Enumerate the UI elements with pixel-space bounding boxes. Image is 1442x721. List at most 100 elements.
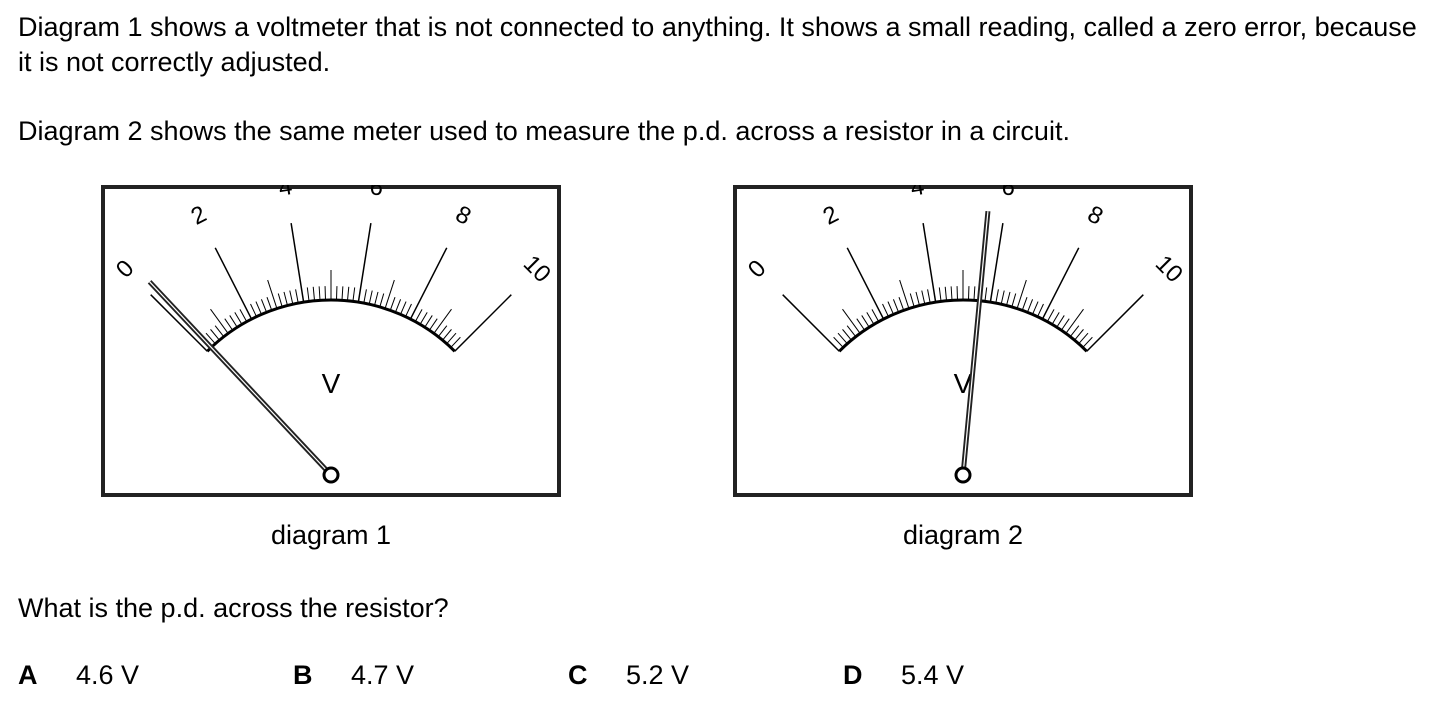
scale-tick (1037, 303, 1044, 317)
scale-tick (433, 308, 452, 334)
scale-tick (400, 301, 407, 315)
meter-frame (101, 185, 561, 497)
scale-arc (838, 298, 1088, 353)
scale-tick (379, 293, 385, 308)
option-d-letter: D (843, 660, 863, 690)
scale-tick (446, 332, 457, 345)
scale-tick (915, 291, 920, 306)
option-c-text: 5.2 V (626, 660, 690, 690)
scale-tick (450, 336, 461, 348)
option-d-text: 5.4 V (901, 660, 965, 690)
scale-tick (1046, 309, 1055, 322)
scale-tick (352, 287, 356, 302)
scale-tick (882, 303, 889, 317)
pointer-needle (960, 210, 991, 476)
option-c-letter: C (568, 660, 588, 690)
scale-tick (856, 318, 866, 331)
option-b-letter: B (293, 660, 313, 690)
scale-tick (210, 329, 220, 341)
scale-ticks (150, 223, 512, 352)
scale-tick (782, 294, 840, 352)
scale-tick (1069, 325, 1080, 338)
scale-tick (1021, 297, 1028, 311)
scale-tick (306, 287, 310, 302)
scale-tick (1082, 336, 1093, 348)
scale-tick (1051, 312, 1060, 325)
scale-tick (1006, 291, 1011, 306)
scale-tick (205, 332, 216, 345)
pointer-pivot (322, 466, 340, 484)
scale-tick (1074, 329, 1084, 341)
scale-tick (1011, 293, 1017, 308)
option-a-text: 4.6 V (76, 660, 140, 690)
scale-ticks (782, 223, 1144, 352)
scale-tick (224, 318, 234, 331)
scale-tick (1000, 290, 1005, 305)
scale-tick (442, 329, 452, 341)
intro-paragraph-1: Diagram 1 shows a voltmeter that is not … (18, 12, 1417, 77)
scale-tick (409, 247, 448, 320)
scale-tick (250, 303, 257, 317)
scale-tick (290, 223, 305, 303)
scale-tick (289, 290, 294, 305)
option-c[interactable]: C 5.2 V (568, 660, 689, 691)
scale-tick (405, 303, 412, 317)
scale-tick (312, 286, 316, 301)
scale-tick (989, 223, 1004, 303)
scale-label: 6 (368, 185, 385, 202)
scale-tick (909, 293, 915, 308)
scale-label: 4 (909, 185, 926, 202)
scale-tick (892, 299, 900, 313)
scale-tick (837, 332, 848, 345)
caption-diagram-2: diagram 2 (902, 520, 1024, 550)
scale-tick (357, 223, 372, 303)
scale-tick (239, 309, 248, 322)
scale-tick (861, 315, 870, 328)
scale-tick (266, 297, 273, 311)
scale-tick (899, 279, 910, 309)
scale-tick (437, 325, 448, 338)
scale-tick (234, 312, 243, 325)
option-a[interactable]: A 4.6 V (18, 660, 139, 691)
scale-tick (950, 286, 953, 301)
scale-label: 6 (1000, 185, 1017, 202)
unit-label: V (954, 368, 973, 399)
scale-tick (1032, 301, 1039, 315)
scale-tick (1086, 294, 1144, 352)
option-a-letter: A (18, 660, 38, 690)
scale-tick (454, 294, 512, 352)
scale-tick (318, 286, 321, 301)
meter-frame (733, 185, 1193, 497)
scale-tick (898, 297, 905, 311)
scale-tick (214, 325, 225, 338)
scale-tick (414, 309, 423, 322)
pointer-needle (147, 280, 333, 477)
scale-tick (846, 247, 885, 320)
scale-tick (846, 325, 857, 338)
scale-tick (346, 286, 350, 301)
scale-tick (871, 309, 880, 322)
scale-tick (374, 291, 379, 306)
unit-label: V (322, 368, 341, 399)
scale-tick (1026, 299, 1034, 313)
scale-tick (842, 329, 852, 341)
scale-tick (150, 294, 208, 352)
scale-tick (255, 301, 262, 315)
intro-paragraph-2: Diagram 2 shows the same meter used to m… (18, 116, 1070, 146)
pointer-pivot (954, 466, 972, 484)
scale-tick (944, 286, 948, 301)
option-d[interactable]: D 5.4 V (843, 660, 964, 691)
scale-tick (866, 312, 875, 325)
scale-tick (229, 315, 238, 328)
scale-tick (210, 308, 229, 334)
caption-diagram-1: diagram 1 (270, 520, 392, 550)
scale-tick (428, 318, 438, 331)
scale-tick (424, 315, 433, 328)
scale-tick (1041, 247, 1080, 320)
scale-tick (267, 279, 278, 309)
